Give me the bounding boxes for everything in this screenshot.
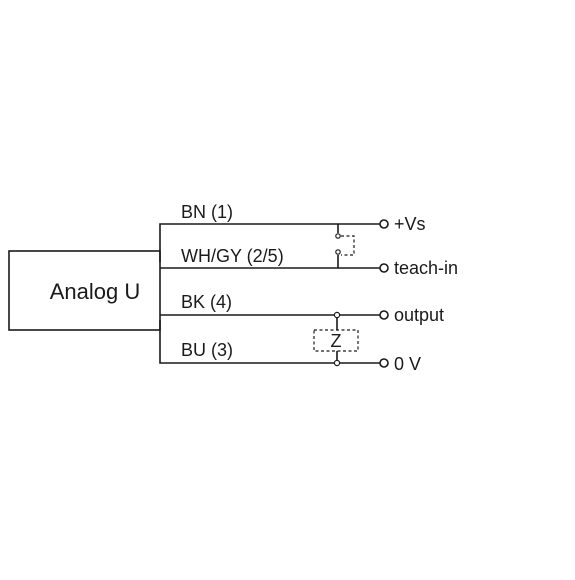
device-label: Analog U <box>50 279 141 304</box>
load-label: Z <box>331 331 342 351</box>
output-node <box>333 311 341 319</box>
wire-label-whgy: WH/GY (2/5) <box>181 246 284 266</box>
wire-bu <box>159 320 381 364</box>
load-box <box>313 329 359 352</box>
wire-bn <box>159 223 381 262</box>
load-element: Z <box>313 311 359 367</box>
teach-in-switch <box>335 224 355 268</box>
terminal-label-teach-in: teach-in <box>394 258 458 278</box>
terminal-label-vs: +Vs <box>394 214 426 234</box>
wire-label-bn: BN (1) <box>181 202 233 222</box>
ground-node <box>333 359 341 367</box>
device-box <box>8 250 161 331</box>
terminal-vs <box>379 219 389 229</box>
terminal-label-output: output <box>394 305 444 325</box>
terminal-teach-in <box>379 263 389 273</box>
terminal-label-0v: 0 V <box>394 354 421 374</box>
terminal-0v <box>379 358 389 368</box>
terminal-output <box>379 310 389 320</box>
wire-label-bu: BU (3) <box>181 340 233 360</box>
wire-label-bk: BK (4) <box>181 292 232 312</box>
